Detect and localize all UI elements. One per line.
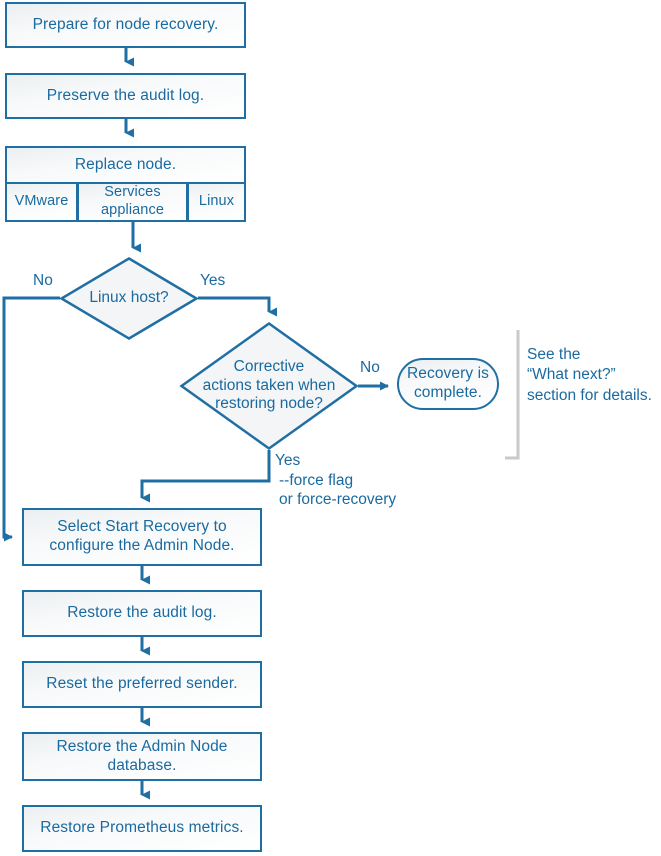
edge-label-corrective-yes: Yes: [275, 452, 301, 469]
decision-linux-host[interactable]: Linux host?: [59, 257, 199, 340]
node-select-start-recovery-label: Select Start Recovery to configure the A…: [49, 518, 235, 554]
side-note-bracket: [505, 330, 520, 460]
node-reset-preferred-sender[interactable]: Reset the preferred sender.: [22, 661, 262, 708]
node-replace-node[interactable]: Replace node.: [5, 146, 246, 183]
replace-option-vmware-label: VMware: [14, 193, 69, 210]
edge-label-corrective-no: No: [360, 359, 380, 376]
edge-label-linux-host-yes: Yes: [200, 272, 226, 289]
node-replace-option-vmware[interactable]: VMware: [5, 183, 78, 222]
node-prepare-label: Prepare for node recovery.: [32, 15, 219, 33]
node-replace-option-services-appliance[interactable]: Services appliance: [77, 183, 188, 222]
node-preserve-audit-log[interactable]: Preserve the audit log.: [5, 73, 246, 119]
node-select-start-recovery[interactable]: Select Start Recovery to configure the A…: [22, 508, 262, 566]
node-recovery-is-complete[interactable]: Recovery is complete.: [397, 358, 499, 410]
node-restore-prometheus-metrics-label: Restore Prometheus metrics.: [40, 819, 244, 837]
decision-corrective-actions[interactable]: Corrective actions taken when restoring …: [179, 321, 359, 451]
node-reset-preferred-sender-label: Reset the preferred sender.: [46, 675, 238, 693]
node-preserve-label: Preserve the audit log.: [46, 86, 205, 104]
replace-option-linux-label: Linux: [198, 193, 235, 210]
node-restore-audit-log-label: Restore the audit log.: [67, 604, 217, 622]
node-restore-prometheus-metrics[interactable]: Restore Prometheus metrics.: [22, 805, 262, 852]
node-restore-audit-log[interactable]: Restore the audit log.: [22, 590, 262, 637]
node-restore-admin-node-database[interactable]: Restore the Admin Node database.: [22, 732, 262, 781]
node-replace-label: Replace node.: [74, 155, 177, 173]
node-prepare-for-node-recovery[interactable]: Prepare for node recovery.: [5, 2, 246, 48]
edge-label-linux-host-no: No: [33, 272, 53, 289]
side-note-what-next: See the “What next?” section for details…: [527, 346, 652, 404]
node-recovery-complete-label: Recovery is complete.: [406, 365, 490, 401]
edge-label-force-flag: --force flag or force-recovery: [279, 472, 397, 508]
node-replace-option-linux[interactable]: Linux: [187, 183, 246, 222]
replace-option-services-appliance-label: Services appliance: [101, 184, 164, 218]
node-restore-admin-node-database-label: Restore the Admin Node database.: [56, 737, 228, 774]
